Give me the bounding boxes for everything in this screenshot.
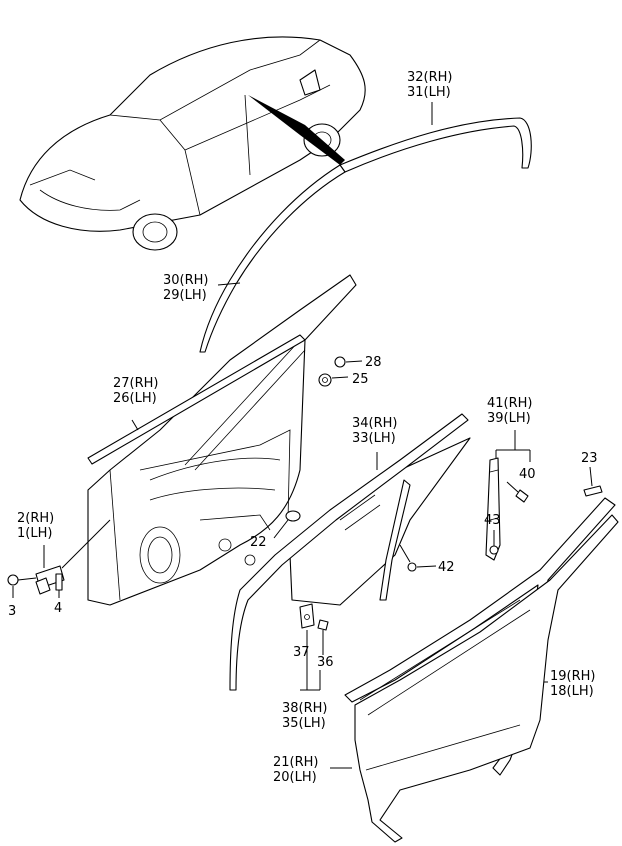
label-38-rh: 38(RH) bbox=[282, 701, 328, 716]
part-bolt-36 bbox=[317, 619, 329, 655]
part-plug-22 bbox=[273, 510, 301, 539]
part-roof-moulding bbox=[339, 102, 532, 173]
label-18-lh: 18(LH) bbox=[550, 684, 594, 699]
part-bolt-42 bbox=[399, 544, 437, 572]
label-20-lh: 20(LH) bbox=[273, 770, 317, 785]
part-glass-run bbox=[229, 413, 469, 691]
part-front-pillar-moulding bbox=[199, 164, 346, 353]
part-bracket-label-lines bbox=[495, 430, 531, 462]
part-clip-23 bbox=[583, 466, 603, 497]
label-27-rh: 27(RH) bbox=[113, 376, 159, 391]
label-39-lh: 39(LH) bbox=[487, 411, 531, 426]
label-25: 25 bbox=[352, 372, 369, 387]
label-36: 36 bbox=[317, 655, 334, 670]
label-41-rh: 41(RH) bbox=[487, 396, 533, 411]
label-3: 3 bbox=[8, 604, 16, 619]
labels: 32(RH) 31(LH) 30(RH) 29(LH) 28 25 27(RH)… bbox=[8, 70, 598, 785]
label-31-lh: 31(LH) bbox=[407, 85, 451, 100]
label-33-lh: 33(LH) bbox=[352, 431, 396, 446]
label-42: 42 bbox=[438, 560, 455, 575]
label-4: 4 bbox=[54, 601, 62, 616]
label-43: 43 bbox=[484, 513, 501, 528]
label-30-rh: 30(RH) bbox=[163, 273, 209, 288]
part-door-hinge bbox=[35, 519, 111, 595]
label-37: 37 bbox=[293, 645, 310, 660]
label-34-rh: 34(RH) bbox=[352, 416, 398, 431]
label-19-rh: 19(RH) bbox=[550, 669, 596, 684]
part-bolt-4 bbox=[55, 573, 63, 598]
label-2-rh: 2(RH) bbox=[17, 511, 54, 526]
label-32-rh: 32(RH) bbox=[407, 70, 453, 85]
part-belt-weatherstrip bbox=[87, 334, 306, 465]
car-illustration bbox=[19, 36, 366, 251]
label-23: 23 bbox=[581, 451, 598, 466]
part-bolt-40 bbox=[506, 481, 529, 503]
label-35-lh: 35(LH) bbox=[282, 716, 326, 731]
part-regulator-channel bbox=[299, 603, 321, 691]
label-22: 22 bbox=[250, 535, 267, 550]
part-clip-28 bbox=[334, 356, 363, 368]
part-grommet-25 bbox=[318, 373, 349, 387]
part-bolt-3 bbox=[7, 574, 37, 598]
part-body-weatherstrip bbox=[330, 514, 619, 843]
label-28: 28 bbox=[365, 355, 382, 370]
part-door-panel bbox=[87, 274, 357, 606]
label-1-lh: 1(LH) bbox=[17, 526, 52, 541]
label-21-rh: 21(RH) bbox=[273, 755, 319, 770]
part-bolt-43 bbox=[489, 530, 499, 555]
part-glass-channel bbox=[485, 457, 501, 561]
label-40: 40 bbox=[519, 467, 536, 482]
label-26-lh: 26(LH) bbox=[113, 391, 157, 406]
label-29-lh: 29(LH) bbox=[163, 288, 207, 303]
